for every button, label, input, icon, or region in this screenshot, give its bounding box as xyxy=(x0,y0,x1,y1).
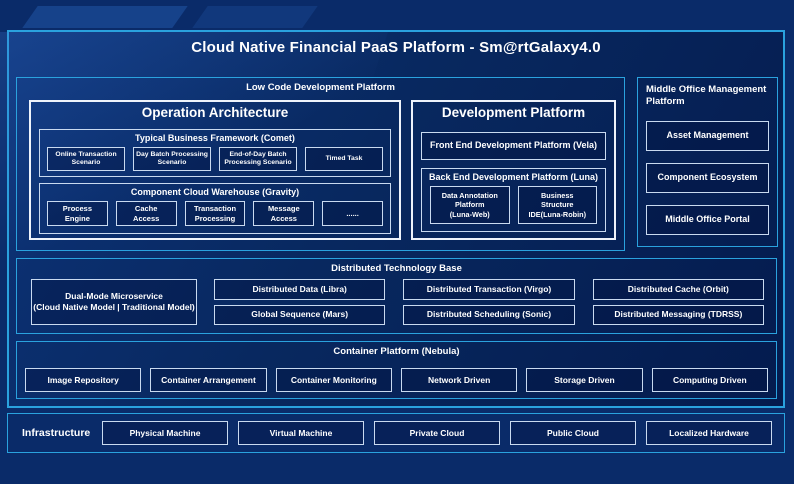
distributed-item-data-libra: Distributed Data (Libra) xyxy=(214,279,386,300)
comet-item-timed-task: Timed Task xyxy=(305,147,383,171)
distributed-section-label: Distributed Technology Base xyxy=(331,263,462,274)
infrastructure-section: Infrastructure Physical Machine Virtual … xyxy=(7,413,785,453)
infrastructure-item-private-cloud: Private Cloud xyxy=(374,421,500,445)
front-end-development-platform-vela: Front End Development Platform (Vela) xyxy=(421,132,606,160)
back-end-group-label: Back End Development Platform (Luna) xyxy=(428,172,599,182)
development-platform-box: Development Platform Front End Developme… xyxy=(411,100,616,240)
comet-items-row: Online Transaction Scenario Day Batch Pr… xyxy=(40,143,390,171)
page-title: Cloud Native Financial PaaS Platform - S… xyxy=(191,39,601,56)
container-platform-nebula-section: Container Platform (Nebula) Image Reposi… xyxy=(16,341,777,399)
typical-business-framework-comet-group: Typical Business Framework (Comet) Onlin… xyxy=(39,129,391,177)
distributed-item-messaging-tdrss: Distributed Messaging (TDRSS) xyxy=(592,304,764,325)
distributed-item-scheduling-sonic: Distributed Scheduling (Sonic) xyxy=(403,304,575,325)
container-item-container-arrangement: Container Arrangement xyxy=(150,368,267,392)
gravity-item-message-access: Message Access xyxy=(253,201,315,226)
distributed-technology-base-section: Distributed Technology Base Dual-Mode Mi… xyxy=(16,258,777,334)
gravity-item-transaction-processing: Transaction Processing xyxy=(184,201,246,226)
back-end-development-platform-luna-group: Back End Development Platform (Luna) Dat… xyxy=(421,168,606,232)
back-end-item-business-structure-ide: Business Structure IDE(Luna-Robin) xyxy=(517,186,597,224)
comet-item-end-of-day-batch: End-of-Day Batch Processing Scenario xyxy=(219,147,297,171)
gravity-item-more: ...... xyxy=(322,201,383,226)
distributed-item-dual-mode-microservice: Dual-Mode Microservice (Cloud Native Mod… xyxy=(31,279,197,325)
low-code-development-platform-section: Low Code Development Platform Operation … xyxy=(16,77,625,251)
infrastructure-section-label: Infrastructure xyxy=(22,427,91,439)
container-items-row: Image Repository Container Arrangement C… xyxy=(25,368,768,392)
distributed-item-global-sequence-mars: Global Sequence (Mars) xyxy=(214,304,386,325)
container-item-container-monitoring: Container Monitoring xyxy=(275,368,392,392)
infrastructure-item-localized-hardware: Localized Hardware xyxy=(646,421,772,445)
gravity-item-cache-access: Cache Access xyxy=(115,201,177,226)
middle-office-item-component-ecosystem: Component Ecosystem xyxy=(646,162,769,193)
middle-office-management-platform-section: Middle Office Management Platform Asset … xyxy=(637,77,778,247)
container-item-storage-driven: Storage Driven xyxy=(526,368,643,392)
comet-group-label: Typical Business Framework (Comet) xyxy=(135,133,295,143)
low-code-section-label: Low Code Development Platform xyxy=(246,82,395,93)
development-platform-title: Development Platform xyxy=(441,105,586,120)
infrastructure-item-physical-machine: Physical Machine xyxy=(102,421,228,445)
infrastructure-item-virtual-machine: Virtual Machine xyxy=(238,421,364,445)
back-end-item-data-annotation: Data Annotation Platform (Luna-Web) xyxy=(430,186,510,224)
gravity-group-label: Component Cloud Warehouse (Gravity) xyxy=(130,187,300,197)
middle-office-item-asset-management: Asset Management xyxy=(646,120,769,151)
operation-architecture-box: Operation Architecture Typical Business … xyxy=(29,100,401,240)
distributed-items-row: Dual-Mode Microservice (Cloud Native Mod… xyxy=(31,279,764,325)
middle-office-item-middle-office-portal: Middle Office Portal xyxy=(646,204,769,235)
distributed-items-grid: Distributed Data (Libra) Distributed Tra… xyxy=(214,279,764,325)
gravity-item-process-engine: Process Engine xyxy=(47,201,108,226)
decorative-stripe xyxy=(22,6,188,28)
gravity-items-row: Process Engine Cache Access Transaction … xyxy=(40,197,390,226)
distributed-item-cache-orbit: Distributed Cache (Orbit) xyxy=(592,279,764,300)
container-section-label: Container Platform (Nebula) xyxy=(333,346,460,357)
distributed-item-transaction-virgo: Distributed Transaction (Virgo) xyxy=(403,279,575,300)
decorative-stripe xyxy=(192,6,318,28)
comet-item-online-transaction: Online Transaction Scenario xyxy=(47,147,125,171)
main-platform-panel: Cloud Native Financial PaaS Platform - S… xyxy=(7,30,785,408)
container-item-image-repository: Image Repository xyxy=(25,368,142,392)
back-end-items-row: Data Annotation Platform (Luna-Web) Busi… xyxy=(422,182,605,224)
infrastructure-item-public-cloud: Public Cloud xyxy=(510,421,636,445)
operation-architecture-title: Operation Architecture xyxy=(141,105,289,120)
comet-item-day-batch: Day Batch Processing Scenario xyxy=(133,147,211,171)
container-item-network-driven: Network Driven xyxy=(400,368,518,392)
middle-office-section-label: Middle Office Management Platform xyxy=(646,84,767,108)
container-item-computing-driven: Computing Driven xyxy=(651,368,768,392)
component-cloud-warehouse-gravity-group: Component Cloud Warehouse (Gravity) Proc… xyxy=(39,183,391,234)
